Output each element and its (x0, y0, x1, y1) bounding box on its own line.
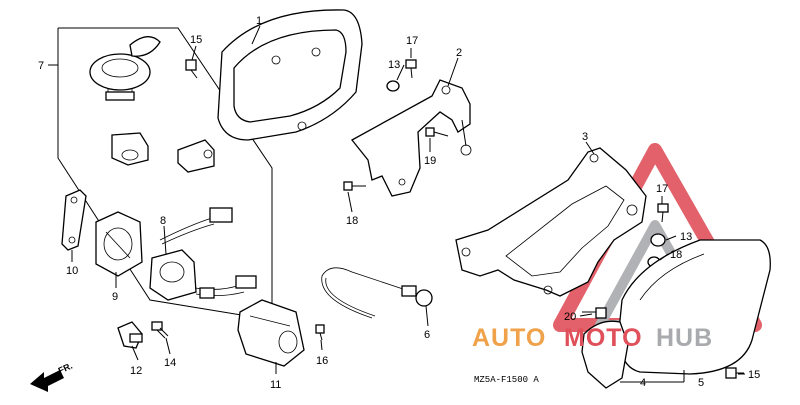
bolt-part-18-left (343, 181, 366, 191)
callout-15-right: 15 (748, 369, 760, 381)
callout-8: 8 (160, 215, 166, 227)
lock-cylinder-part (111, 132, 149, 166)
bolt-part-19 (425, 127, 449, 137)
callout-13-top: 13 (388, 59, 400, 71)
callout-20: 20 (564, 311, 576, 323)
callout-1: 1 (256, 15, 262, 27)
callout-labels: 1 2 3 4 5 6 7 8 9 10 11 12 13 13 14 15 1… (38, 15, 760, 391)
front-direction-label: FR. (57, 361, 74, 376)
switch-body-part-9 (95, 211, 143, 277)
callout-18-left: 18 (346, 215, 358, 227)
nut-part-13-top (386, 80, 400, 92)
callout-7: 7 (38, 60, 44, 72)
callout-16: 16 (316, 355, 328, 367)
bolt-part-15-top (185, 59, 198, 79)
front-direction-arrow: FR. (30, 361, 74, 392)
callout-6: 6 (424, 329, 430, 341)
leader-lines (71, 25, 745, 383)
visor-ring-part-1 (217, 9, 363, 141)
callout-17-top: 17 (406, 35, 418, 47)
callout-14: 14 (164, 357, 176, 369)
bolt-part-20 (582, 307, 607, 319)
ignition-switch-part (149, 207, 257, 301)
cover-part-11 (237, 299, 305, 367)
callout-12: 12 (130, 365, 142, 377)
callout-2: 2 (456, 47, 462, 59)
callout-17-right: 17 (656, 183, 668, 195)
svg-text:MOTO: MOTO (564, 324, 643, 352)
bolt-part-17-right (657, 203, 669, 223)
callout-9: 9 (112, 291, 118, 303)
switch-block-part (177, 139, 215, 173)
ignition-cap-part (89, 36, 161, 101)
bolt-part-17-top (405, 59, 417, 79)
callout-13-right: 13 (680, 231, 692, 243)
bracket-part-3 (455, 147, 647, 297)
key-part-12 (117, 321, 143, 349)
svg-text:HUB: HUB (656, 324, 713, 352)
bracket-part-2 (351, 79, 472, 197)
nut-part-13-right (650, 233, 666, 247)
callout-11: 11 (270, 379, 281, 391)
callout-19: 19 (424, 155, 436, 167)
callout-15-top: 15 (190, 34, 202, 46)
callout-18-right: 18 (670, 249, 682, 261)
diagram-code: MZ5A-F1500 A (474, 375, 539, 385)
bolt-part-16 (315, 324, 325, 341)
callout-3: 3 (582, 131, 588, 143)
svg-text:AUTO: AUTO (472, 324, 546, 352)
cable-part-6 (321, 267, 433, 319)
watermark-text: AUTO MOTO HUB (472, 324, 713, 352)
callout-10: 10 (66, 265, 78, 277)
bracket-part-10 (61, 189, 87, 251)
callout-4: 4 (640, 377, 646, 389)
bolt-part-15-right (725, 367, 744, 379)
screw-part-14 (151, 321, 169, 339)
callout-5: 5 (698, 377, 704, 389)
cover-part-4 (581, 320, 629, 389)
